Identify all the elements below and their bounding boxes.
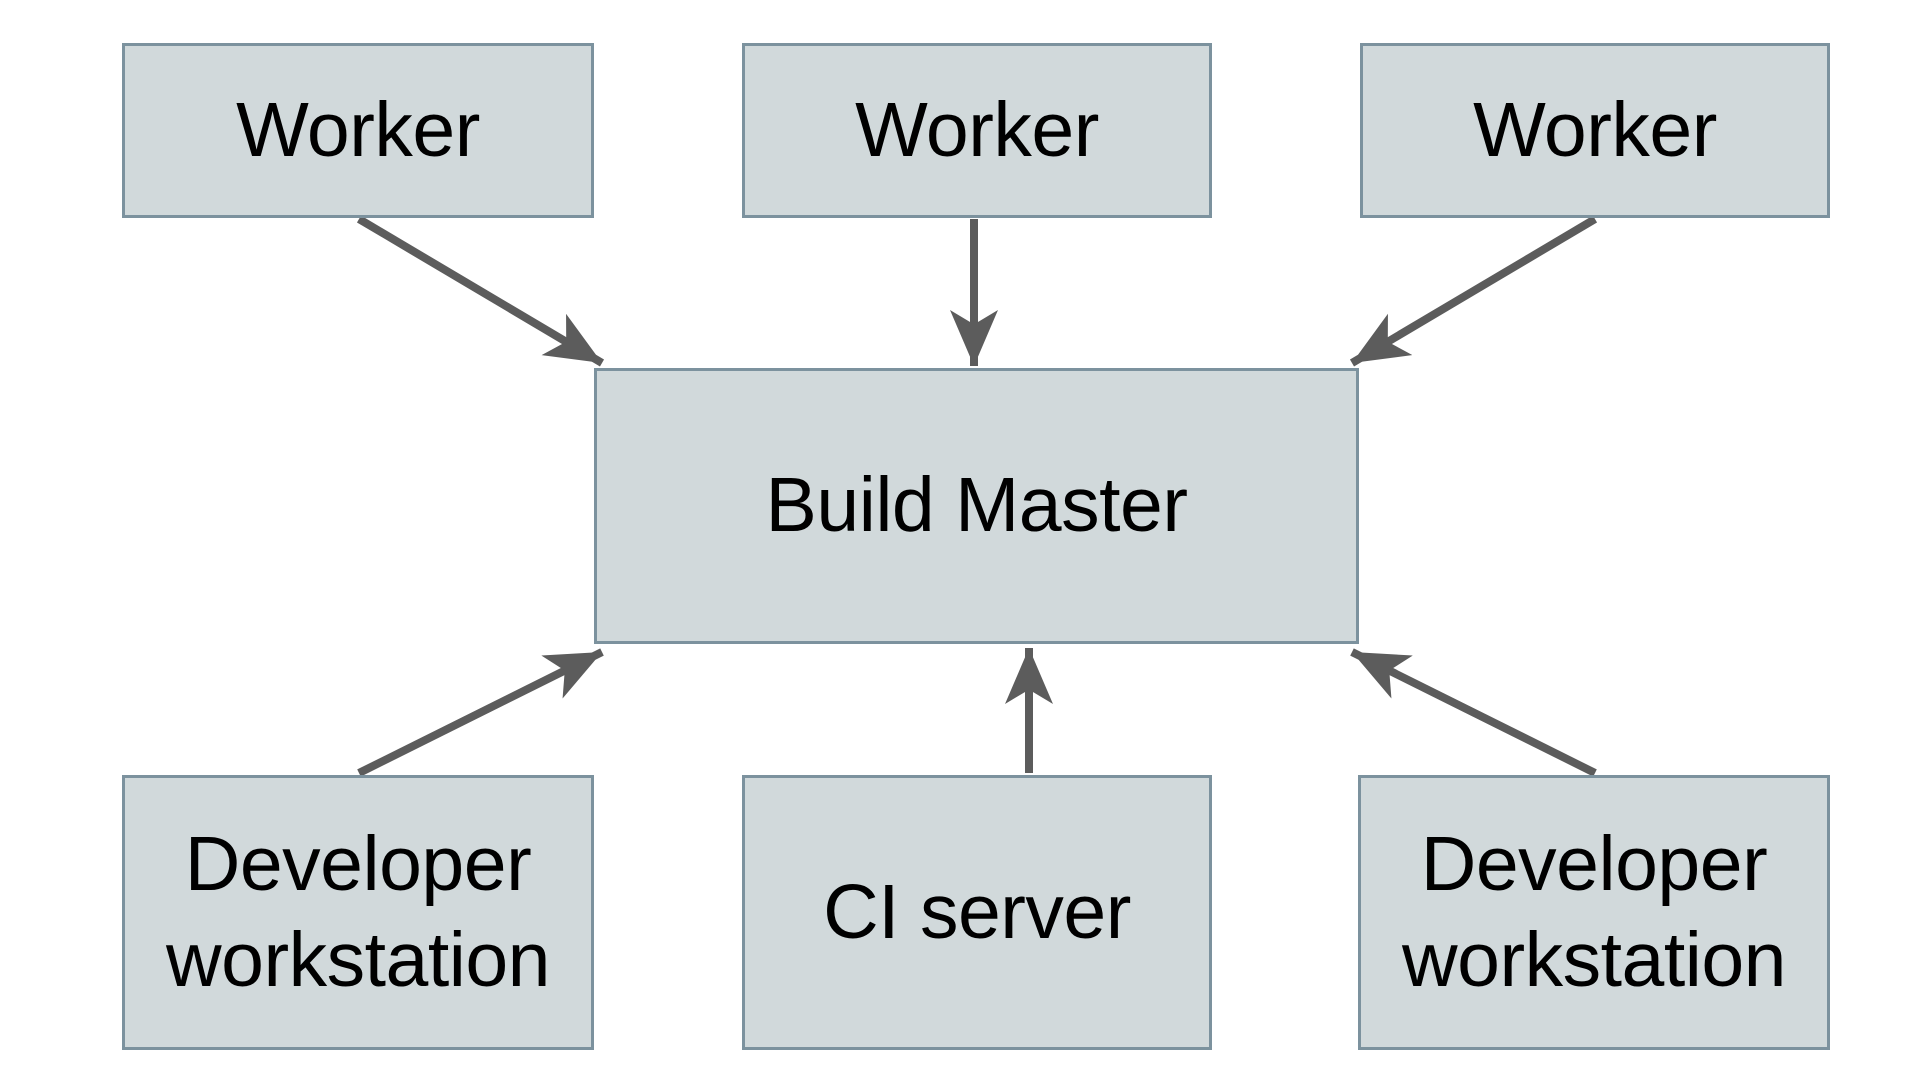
node-worker-1-label: Worker [236,86,480,173]
arrow-worker-3-to-build-master [1349,215,1598,367]
arrow-developer-workstation-1-to-build-master [357,648,604,777]
node-developer-workstation-1: Developer workstation [122,775,594,1050]
node-worker-2: Worker [742,43,1212,218]
node-worker-3-label: Worker [1473,86,1717,173]
node-developer-workstation-1-label: Developer workstation [166,821,550,1003]
node-build-master: Build Master [594,368,1359,644]
node-worker-3: Worker [1360,43,1830,218]
node-ci-server-label: CI server [823,868,1131,955]
node-ci-server: CI server [742,775,1212,1050]
arrow-worker-1-to-build-master [356,215,605,367]
node-worker-2-label: Worker [855,86,1099,173]
node-developer-workstation-2-label: Developer workstation [1402,821,1786,1003]
node-worker-1: Worker [122,43,594,218]
arrow-developer-workstation-2-to-build-master [1350,648,1597,777]
node-build-master-label: Build Master [765,462,1188,549]
node-developer-workstation-2: Developer workstation [1358,775,1830,1050]
